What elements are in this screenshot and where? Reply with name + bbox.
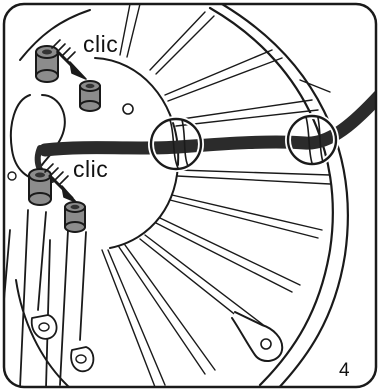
wheel-spokes [101, 4, 331, 387]
hatched-arrow-icon [44, 163, 77, 203]
cable-highlight-right [285, 113, 339, 167]
mounting-eyelet [231, 311, 284, 362]
click-label-top: clic [83, 31, 119, 57]
peg-middle-loose [28, 168, 52, 206]
hatched-arrow-icon [51, 39, 87, 80]
cable-highlight-left [148, 116, 204, 172]
peg-top-loose [35, 45, 59, 83]
click-label-middle: clic [73, 156, 109, 182]
peg-top-seated [79, 80, 101, 112]
panel-frame [2, 2, 378, 389]
step-number: 4 [339, 360, 350, 381]
support-legs [4, 209, 95, 387]
peg-middle-seated [64, 201, 86, 233]
